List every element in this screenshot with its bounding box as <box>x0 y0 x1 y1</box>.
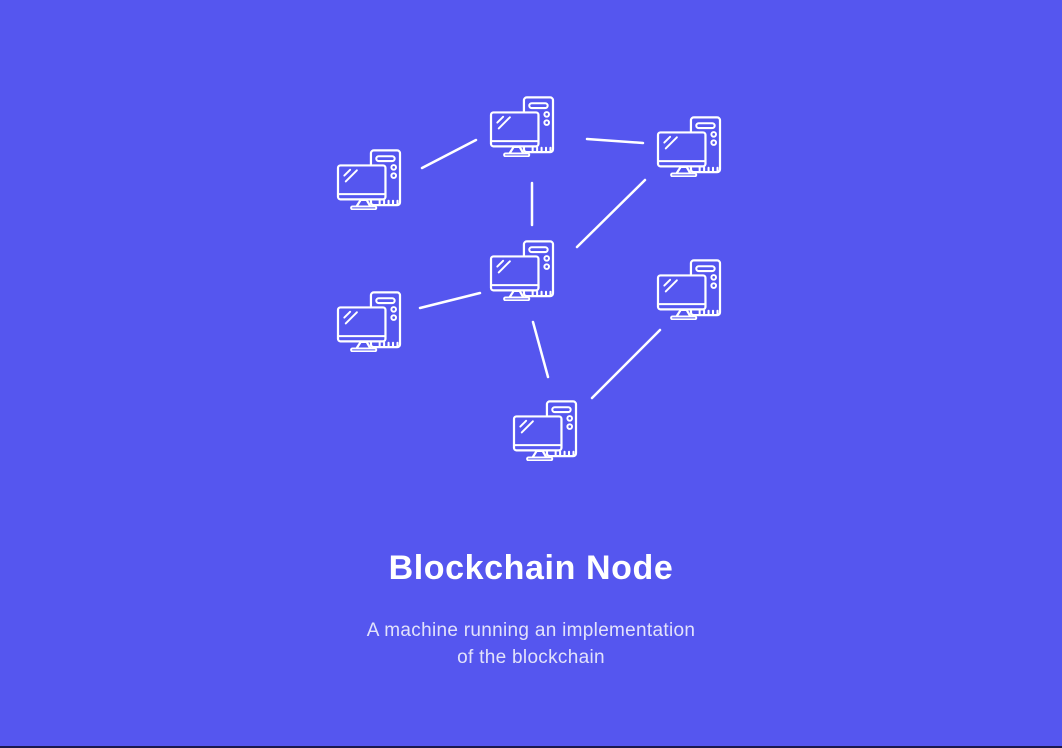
page-subtitle: A machine running an implementation of t… <box>0 617 1062 671</box>
connection-line-computer-node-top-center--computer-node-top-right <box>585 137 645 145</box>
connection-line-computer-node-mid-left--computer-node-center <box>418 291 482 310</box>
page-title: Blockchain Node <box>388 549 674 587</box>
computer-node-bottom <box>512 399 578 461</box>
computer-node-top-center <box>489 95 555 157</box>
bottom-edge-strip <box>0 746 1062 748</box>
connection-line-computer-node-top-left--computer-node-top-center <box>420 138 478 170</box>
computer-node-top-left <box>336 148 402 210</box>
desktop-computer-icon <box>336 148 402 210</box>
subtitle-line-1: A machine running an implementation <box>366 620 696 641</box>
computer-node-center <box>489 239 555 301</box>
computer-node-mid-left <box>336 290 402 352</box>
desktop-computer-icon <box>489 239 555 301</box>
desktop-computer-icon <box>336 290 402 352</box>
subtitle-line-2: of the blockchain <box>457 647 605 668</box>
computer-node-top-right <box>656 115 722 177</box>
computer-node-mid-right <box>656 258 722 320</box>
connection-line-computer-node-top-right--computer-node-center <box>575 178 647 249</box>
desktop-computer-icon <box>656 115 722 177</box>
desktop-computer-icon <box>489 95 555 157</box>
desktop-computer-icon <box>512 399 578 461</box>
desktop-computer-icon <box>656 258 722 320</box>
connection-line-computer-node-center--computer-node-bottom <box>531 320 550 379</box>
connection-line-computer-node-bottom--computer-node-mid-right <box>590 328 662 400</box>
